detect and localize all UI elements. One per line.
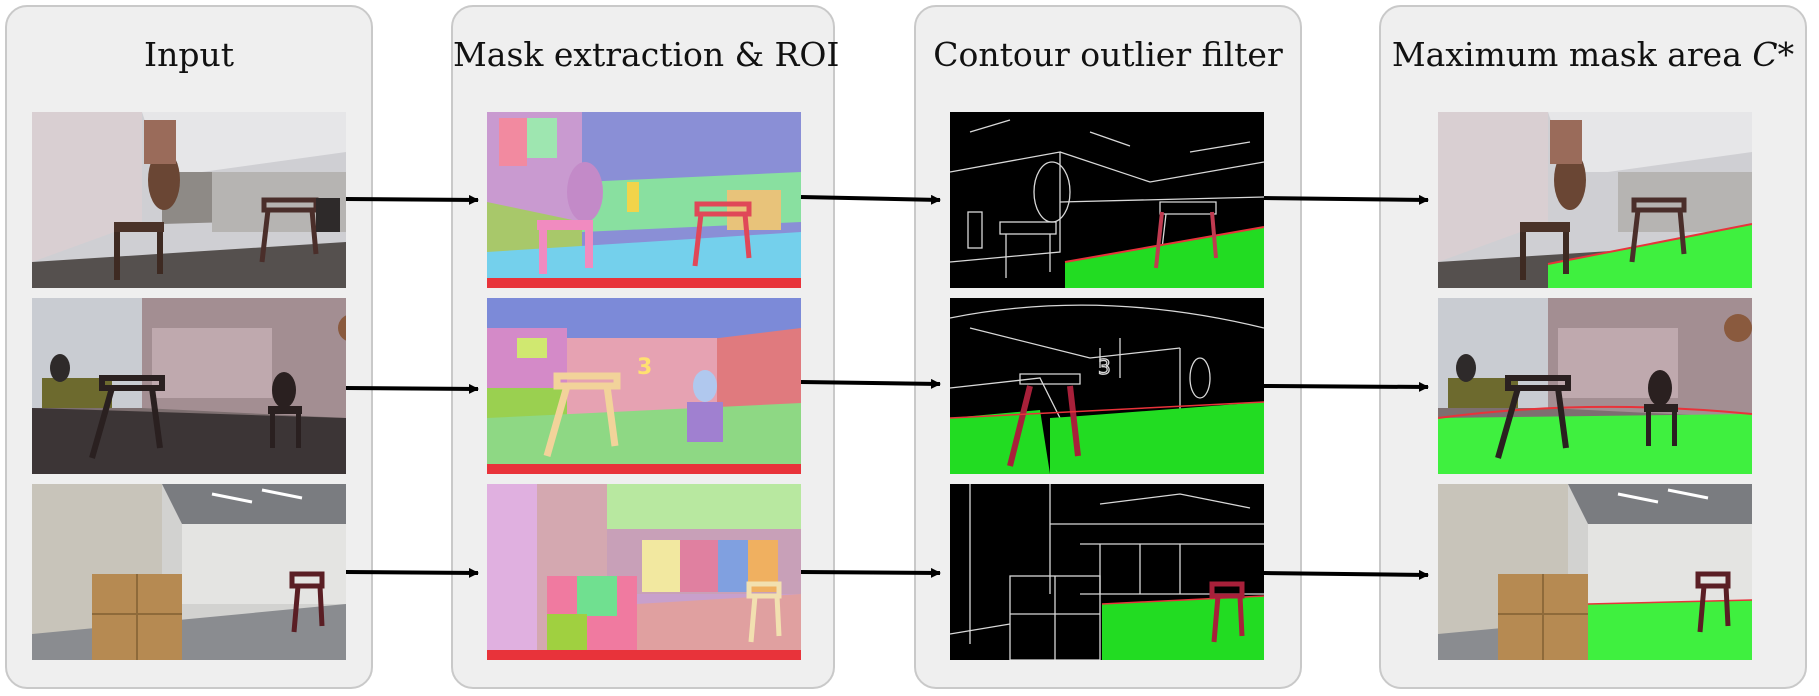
output-image-row2: [1438, 298, 1752, 474]
svg-text:3: 3: [1098, 355, 1111, 379]
input-image-row3: [32, 484, 346, 660]
contour-image-row1: [950, 112, 1264, 288]
svg-text:3: 3: [637, 355, 652, 380]
panel-title-max-mask-area-text: Maximum mask area: [1391, 35, 1753, 74]
arrow-mask-to-contour-row2: [800, 378, 941, 389]
output-image-row1: [1438, 112, 1752, 288]
arrow-mask-to-contour-row3: [800, 567, 941, 578]
mask-image-row3: [487, 484, 801, 660]
mask-image-row1: [487, 112, 801, 288]
output-image-row3: [1438, 484, 1752, 660]
input-image-row2: [32, 298, 346, 474]
arrow-contour-to-output-row3: [1263, 569, 1429, 580]
arrow-input-to-mask-row2: [345, 383, 479, 394]
arrow-input-to-mask-row3: [345, 567, 479, 578]
contour-image-row3: [950, 484, 1264, 660]
panel-title-variable: C*: [1752, 35, 1795, 74]
panel-title-max-mask-area: Maximum mask area C*: [1381, 35, 1805, 74]
panel-title-mask-extraction: Mask extraction & ROI: [453, 35, 840, 74]
contour-image-row2: 3: [950, 298, 1264, 474]
mask-image-row2: 3: [487, 298, 801, 474]
panel-title-contour-filter: Contour outlier filter: [933, 35, 1283, 74]
arrow-contour-to-output-row1: [1263, 194, 1429, 205]
arrow-input-to-mask-row1: [345, 194, 479, 205]
panel-title-input: Input: [144, 35, 234, 74]
arrow-contour-to-output-row2: [1263, 381, 1429, 392]
arrow-mask-to-contour-row1: [800, 194, 941, 205]
input-image-row1: [32, 112, 346, 288]
